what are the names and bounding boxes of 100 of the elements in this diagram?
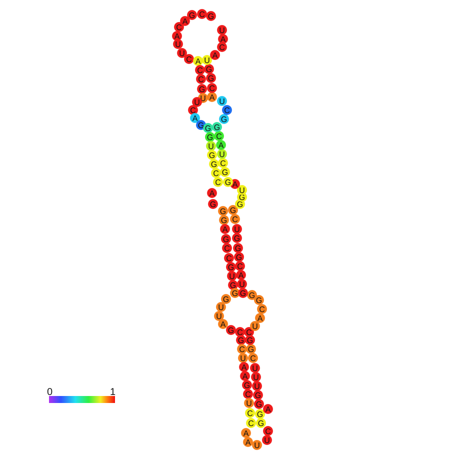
nucleotide-circle: C: [246, 418, 256, 428]
nucleotide-circle: U: [227, 271, 237, 281]
nucleotide-circle: G: [197, 84, 207, 94]
nucleotide-circle: C: [211, 168, 221, 178]
nucleotide-circle: U: [173, 39, 183, 49]
nucleotide-circle: U: [237, 185, 247, 195]
nucleotide-circle: A: [193, 56, 203, 66]
nucleotide-circle: G: [204, 64, 214, 74]
nucleotide-circle: G: [206, 73, 216, 83]
nucleotide-circle: A: [172, 31, 182, 41]
nucleotide-circle: G: [237, 192, 247, 202]
nucleotide-circle: A: [239, 362, 249, 372]
nucleotide-circle: C: [222, 105, 232, 115]
nucleotide-circle: G: [219, 215, 229, 225]
nucleotide-circle: G: [212, 122, 222, 132]
nucleotide-circle: U: [238, 353, 248, 363]
nucleotide-circle: A: [207, 188, 217, 198]
nucleotide-circle: C: [230, 214, 240, 224]
nucleotide-circle: C: [188, 105, 198, 115]
nucleotide-circle: C: [224, 253, 234, 263]
nucleotide-circle: A: [263, 404, 273, 414]
nucleotide-circle: C: [174, 22, 184, 32]
nucleotide-circle: G: [207, 150, 217, 160]
nucleotide-circle: G: [254, 399, 264, 409]
nucleotide-circle: G: [236, 335, 246, 345]
nucleotide-circle: C: [237, 344, 247, 354]
nucleotide-circle: C: [207, 83, 217, 93]
nucleotide-circle: C: [214, 131, 224, 141]
nucleotide-circle: G: [253, 390, 263, 400]
nucleotide-circle: U: [251, 372, 261, 382]
nucleotide-circle: U: [217, 25, 227, 35]
nucleotide-circle: C: [195, 65, 205, 75]
nucleotide-circle: G: [223, 177, 233, 187]
scale-tick-label: 0: [47, 388, 53, 398]
nucleotide-circle: G: [218, 206, 228, 216]
nucleotide-circle: C: [263, 426, 273, 436]
nucleotide-circle: A: [218, 34, 228, 44]
nucleotide-circle: C: [248, 353, 258, 363]
nucleotide-circle: U: [250, 321, 260, 331]
nucleotide-circle: U: [177, 48, 187, 58]
nucleotide-circle: G: [228, 280, 238, 290]
nucleotide-circle: U: [252, 440, 262, 450]
nucleotide-circle: G: [221, 294, 231, 304]
nucleotide-circle: A: [180, 16, 190, 26]
nucleotide-circle: A: [241, 428, 251, 438]
nucleotide-circle: G: [226, 262, 236, 272]
nucleotide-circle: U: [216, 302, 226, 312]
nucleotide-circle: G: [203, 123, 213, 133]
nucleotide-circle: U: [252, 381, 262, 391]
nucleotide-circle: G: [230, 288, 240, 298]
nucleotide-circle: G: [228, 205, 238, 215]
nucleotide-circle: C: [243, 389, 253, 399]
nucleotide-circle: G: [220, 167, 230, 177]
nucleotide-circle: A: [255, 313, 265, 323]
nucleotide-circle: C: [197, 9, 207, 19]
nucleotide-circle: G: [254, 295, 264, 305]
nucleotide-circle: C: [235, 327, 245, 337]
nucleotide-circle: C: [222, 243, 232, 253]
nucleotide-circle: G: [205, 132, 215, 142]
nucleotide-circle: G: [246, 344, 256, 354]
nucleotide-circle: A: [243, 437, 253, 447]
nucleotide-circle: G: [245, 335, 255, 345]
nucleotide-circle: G: [235, 199, 245, 209]
nucleotide-circle: A: [220, 224, 230, 234]
nucleotide-circle: A: [236, 270, 246, 280]
nucleotide-circle: U: [214, 311, 224, 321]
nucleotide-circle: A: [210, 50, 220, 60]
nucleotide-circle: A: [207, 92, 217, 102]
nucleotide-circle: U: [217, 149, 227, 159]
scale-tick-label: 1: [110, 388, 116, 398]
nucleotide-circle: C: [184, 54, 194, 64]
nucleotide-circle: G: [226, 325, 236, 335]
nucleotide-circle: G: [234, 252, 244, 262]
nucleotide-circle: A: [216, 140, 226, 150]
nucleotide-circle: U: [192, 97, 202, 107]
nucleotide-circle: A: [240, 371, 250, 381]
nucleotide-circle: U: [237, 279, 247, 289]
nucleotide-circle: G: [255, 409, 265, 419]
nucleotide-circle: U: [232, 224, 242, 234]
nucleotide-circle: C: [244, 327, 254, 337]
nucleotide-circle: G: [242, 380, 252, 390]
nucleotide-circle: U: [250, 363, 260, 373]
nucleotide-circle: U: [202, 55, 212, 65]
nucleotide-circle: U: [244, 398, 254, 408]
nucleotide-circle: G: [219, 114, 229, 124]
nucleotide-circle: C: [235, 261, 245, 271]
nucleotide-circle: C: [218, 158, 228, 168]
nucleotide-circle: G: [256, 418, 266, 428]
nucleotide-circle: U: [206, 141, 216, 151]
nucleotide-circle: G: [209, 159, 219, 169]
nucleotide-circle: G: [196, 120, 206, 130]
nucleotide-circle: C: [217, 42, 227, 52]
nucleotide-circle: A: [218, 319, 228, 329]
nucleotide-circle: G: [187, 10, 197, 20]
nucleotide-circle: A: [190, 113, 200, 123]
nucleotide-circle: G: [221, 234, 231, 244]
nucleotide-circle: C: [213, 177, 223, 187]
nucleotide-circle: U: [217, 96, 227, 106]
nucleotide-circle: G: [208, 199, 218, 209]
nucleotide-circle: U: [262, 435, 272, 445]
